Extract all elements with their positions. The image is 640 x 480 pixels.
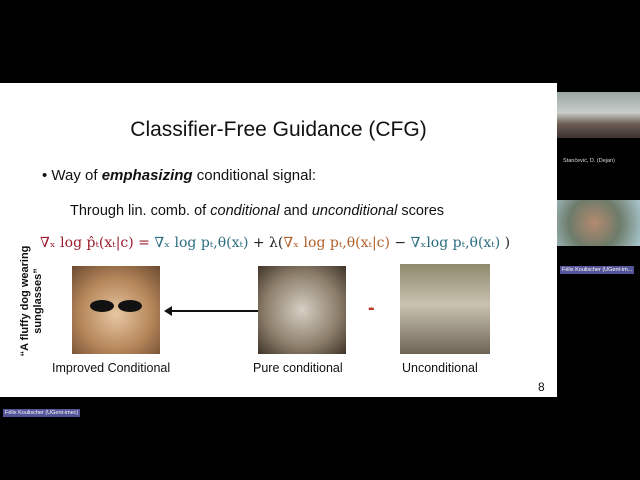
prompt-label: “A fluffy dog wearing sunglasses” <box>19 245 44 357</box>
eq-minus: − <box>389 235 411 251</box>
sub-a: Through lin. comb. of <box>70 203 211 219</box>
caption-pure: Pure conditional <box>253 361 343 375</box>
cfg-equation: ∇ₓ log p̂ₜ(xₜ|c) = ∇ₓ log pₜ,θ(xₜ) + λ(∇… <box>40 235 510 251</box>
bullet-point: • Way of emphasizing conditional signal: <box>42 167 316 184</box>
participant-name-label: Félix Koulischer (UGent-im... <box>560 266 635 274</box>
caption-unconditional: Unconditional <box>402 361 478 375</box>
page-number: 8 <box>538 380 545 394</box>
subtext: Through lin. comb. of conditional and un… <box>70 203 444 219</box>
bullet-text-end: conditional signal: <box>192 167 316 184</box>
bullet-emphasis: emphasizing <box>101 167 193 184</box>
presentation-slide: Classifier-Free Guidance (CFG) • Way of … <box>0 83 557 397</box>
presenter-label: Félix Koulischer (UGent-imec) <box>3 409 81 417</box>
participant-name: Stančević, D. (Dejan) <box>563 158 615 164</box>
sub-d: unconditional <box>311 203 398 219</box>
eq-close: ) <box>500 235 511 251</box>
eq-lhs: ∇ₓ log p̂ₜ(xₜ|c) = <box>40 235 155 251</box>
participant-video-speaker[interactable] <box>557 200 640 246</box>
eq-conditional-score: ∇ₓ log pₜ,θ(xₜ|c) <box>283 235 390 251</box>
sub-e: scores <box>397 203 445 219</box>
pure-conditional-image <box>258 266 346 354</box>
participant-video-room[interactable] <box>557 92 640 138</box>
eq-unconditional-score: ∇ₓ log pₜ,θ(xₜ) <box>154 235 249 251</box>
minus-sign: - <box>368 297 375 319</box>
sub-b: conditional <box>210 203 280 219</box>
eq-unconditional-score-2: ∇ₓlog pₜ,θ(xₜ) <box>410 235 501 251</box>
caption-improved: Improved Conditional <box>52 361 171 375</box>
sub-c: and <box>279 203 312 219</box>
arrow-icon <box>164 306 276 316</box>
eq-plus: + λ( <box>248 235 284 251</box>
bullet-text: • Way of <box>42 167 102 184</box>
improved-conditional-image <box>72 266 160 354</box>
unconditional-image <box>400 264 490 354</box>
slide-title: Classifier-Free Guidance (CFG) <box>130 118 427 141</box>
